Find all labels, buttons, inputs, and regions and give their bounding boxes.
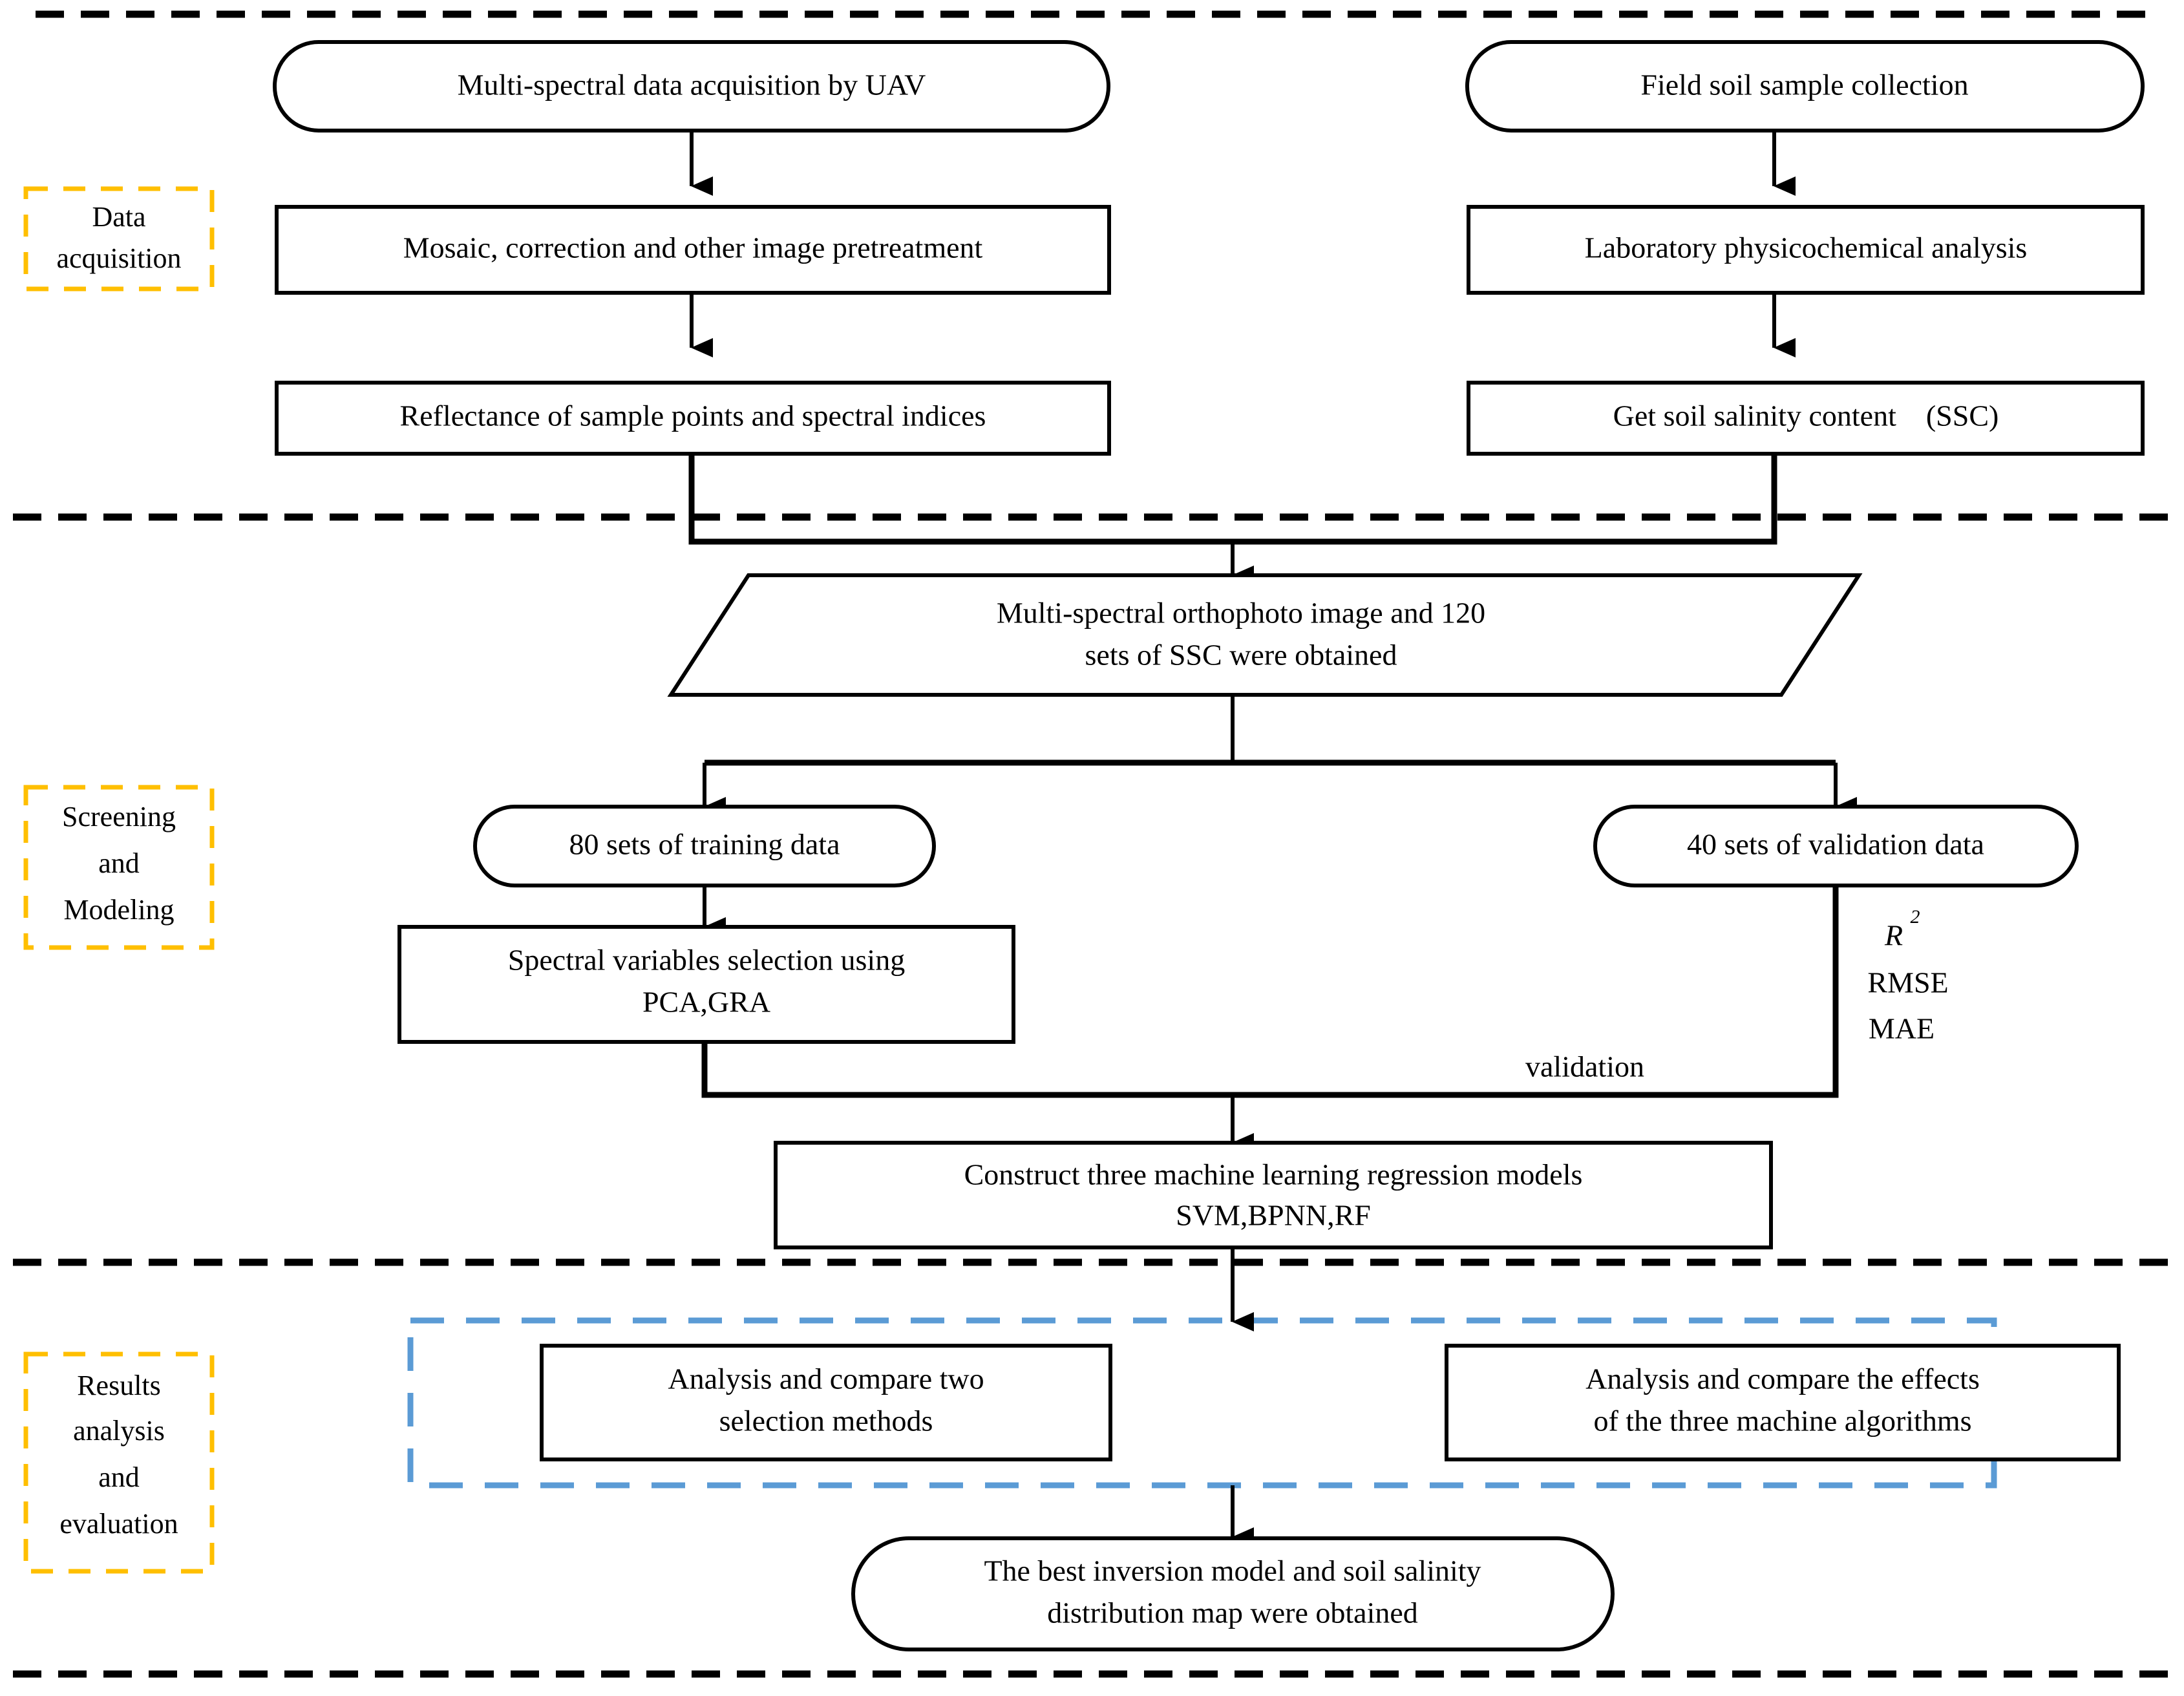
node-field-soil-sample-label: Field soil sample collection (1640, 69, 1968, 101)
node-reflectance-indices[interactable]: Reflectance of sample points and spectra… (275, 381, 1111, 456)
stage-box-border-screening (23, 785, 215, 950)
node-construct-models-fill (776, 1143, 1771, 1247)
node-lab-analysis-border (1467, 205, 2145, 295)
stage-label-screening-line-2: Modeling (63, 894, 174, 926)
node-best-model-map-fill (853, 1538, 1613, 1649)
node-orthophoto-ssc[interactable]: Multi-spectral orthophoto image and 120 … (667, 573, 1863, 697)
edge-label-validation: validation (1525, 1050, 1644, 1083)
metric-mae: MAE (1869, 1012, 1935, 1045)
node-image-pretreatment[interactable]: Mosaic, correction and other image pretr… (275, 205, 1111, 295)
node-soil-salinity-content-label: Get soil salinity content (SSC) (1613, 399, 1999, 432)
node-validation-data-border (1593, 805, 2079, 887)
stage-label-screening-line-1: and (98, 847, 140, 879)
stage-label-results-line-3: evaluation (59, 1508, 178, 1540)
stage-label-screening-and-modeling: Screening and Modeling (23, 785, 215, 950)
node-uav-acquisition[interactable]: Multi-spectral data acquisition by UAV (273, 40, 1110, 132)
node-soil-salinity-content-border (1467, 381, 2145, 456)
node-lab-analysis-fill (1468, 207, 2143, 293)
node-orthophoto-ssc-fill (671, 575, 1859, 695)
node-compare-algorithms-line-1: of the three machine algorithms (1593, 1404, 1971, 1437)
results-comparison-group-box (407, 1317, 1997, 1489)
node-lab-analysis-label: Laboratory physicochemical analysis (1585, 231, 2028, 264)
node-uav-acquisition-fill (275, 42, 1108, 131)
node-image-pretreatment-border (275, 205, 1111, 295)
node-reflectance-indices-border (275, 381, 1111, 456)
node-spectral-variable-selection-fill (399, 927, 1013, 1042)
node-spectral-variable-selection-line-1: PCA,GRA (642, 986, 770, 1019)
node-compare-algorithms-line-0: Analysis and compare the effects (1585, 1362, 1980, 1395)
node-compare-selection-methods-border (540, 1344, 1112, 1461)
node-reflectance-indices-fill (277, 383, 1109, 454)
node-compare-selection-methods-fill (542, 1346, 1110, 1459)
node-training-data-fill (475, 807, 934, 885)
node-reflectance-indices-label: Reflectance of sample points and spectra… (400, 399, 986, 432)
stage-box-border-data-acquisition (23, 186, 215, 292)
metric-rmse: RMSE (1867, 966, 1948, 999)
node-spectral-variable-selection[interactable]: Spectral variables selection using PCA,G… (398, 925, 1015, 1044)
node-compare-selection-methods-line-1: selection methods (719, 1404, 933, 1437)
node-compare-algorithms[interactable]: Analysis and compare the effects of the … (1445, 1344, 2121, 1461)
node-training-data[interactable]: 80 sets of training data (473, 805, 936, 887)
stage-label-results-line-2: and (98, 1461, 140, 1493)
node-uav-acquisition-border (273, 40, 1110, 132)
stage-label-results-line-1: analysis (73, 1415, 165, 1447)
node-compare-algorithms-border (1445, 1344, 2121, 1461)
node-soil-salinity-content[interactable]: Get soil salinity content (SSC) (1467, 381, 2145, 456)
stage-label-data-acquisition: Data acquisition (23, 186, 215, 292)
node-image-pretreatment-fill (277, 207, 1109, 293)
node-construct-models-line-1: SVM,BPNN,RF (1176, 1199, 1371, 1232)
metric-r-squared: R (1884, 919, 1903, 952)
node-field-soil-sample[interactable]: Field soil sample collection (1465, 40, 2145, 132)
node-validation-data-fill (1595, 807, 2077, 885)
node-construct-models-line-0: Construct three machine learning regress… (964, 1158, 1583, 1191)
node-construct-models[interactable]: Construct three machine learning regress… (774, 1141, 1773, 1249)
stage-label-screening-line-0: Screening (62, 801, 176, 832)
node-spectral-variable-selection-line-0: Spectral variables selection using (508, 944, 905, 977)
node-uav-acquisition-label: Multi-spectral data acquisition by UAV (458, 69, 926, 101)
node-compare-selection-methods-line-0: Analysis and compare two (668, 1362, 984, 1395)
connector-selection-validation-merge (701, 884, 1839, 1098)
stage-label-line-0: Data (92, 201, 145, 233)
node-image-pretreatment-label: Mosaic, correction and other image pretr… (403, 231, 983, 264)
metrics-group: R 2 RMSE MAE (1867, 906, 1948, 1045)
node-soil-salinity-content-fill (1468, 383, 2143, 454)
node-compare-algorithms-fill (1447, 1346, 2119, 1459)
node-validation-data-label: 40 sets of validation data (1687, 828, 1984, 861)
connector-merge-to-orthophoto (688, 454, 1777, 545)
node-training-data-border (473, 805, 936, 887)
node-best-model-map-border (851, 1536, 1615, 1651)
node-best-model-map[interactable]: The best inversion model and soil salini… (851, 1536, 1615, 1651)
node-construct-models-border (774, 1141, 1773, 1249)
node-best-model-map-line-0: The best inversion model and soil salini… (984, 1554, 1481, 1587)
metric-r-squared-exponent: 2 (1911, 906, 1920, 928)
node-compare-selection-methods[interactable]: Analysis and compare two selection metho… (540, 1344, 1112, 1461)
node-orthophoto-ssc-line-1: sets of SSC were obtained (1085, 639, 1397, 672)
stage-label-results-analysis: Results analysis and evaluation (23, 1352, 215, 1574)
stage-label-line-1: acquisition (56, 242, 181, 274)
node-field-soil-sample-border (1465, 40, 2145, 132)
node-validation-data[interactable]: 40 sets of validation data (1593, 805, 2079, 887)
stage-box-border-results (23, 1352, 215, 1574)
stage-label-results-line-0: Results (77, 1370, 161, 1401)
node-orthophoto-ssc-line-0: Multi-spectral orthophoto image and 120 (997, 597, 1485, 630)
node-orthophoto-ssc-border (667, 573, 1863, 697)
node-training-data-label: 80 sets of training data (569, 828, 840, 861)
node-spectral-variable-selection-border (398, 925, 1015, 1044)
node-field-soil-sample-fill (1467, 42, 2143, 131)
node-lab-analysis[interactable]: Laboratory physicochemical analysis (1467, 205, 2145, 295)
node-best-model-map-line-1: distribution map were obtained (1047, 1596, 1418, 1629)
